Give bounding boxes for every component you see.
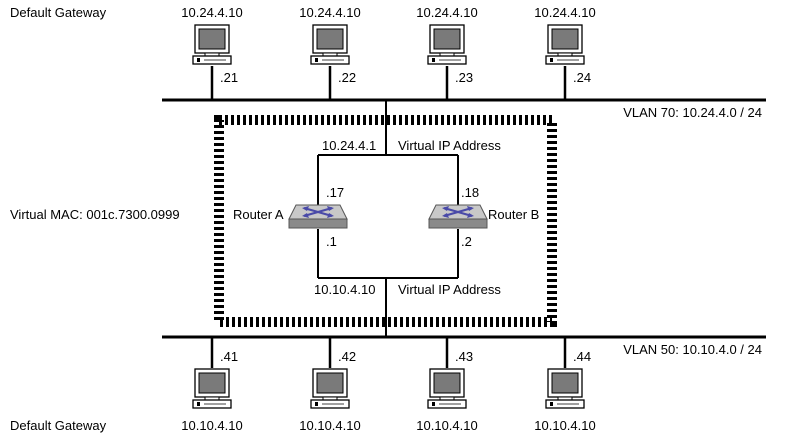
top-host-id: .22 [338, 70, 356, 85]
vlan70-label: VLAN 70: 10.24.4.0 / 24 [623, 105, 762, 120]
bottom-host-gateway: 10.10.4.10 [534, 418, 595, 433]
top-virtual-ip: 10.24.4.1 [322, 138, 376, 153]
top-pc-icon-1 [192, 24, 232, 65]
router-b-icon [427, 203, 489, 230]
bottom-host-gateway: 10.10.4.10 [416, 418, 477, 433]
router-a-bottom-id: .1 [326, 234, 337, 249]
top-host-gateway: 10.24.4.10 [181, 5, 242, 20]
router-b-bottom-id: .2 [461, 234, 472, 249]
top-host-id: .23 [455, 70, 473, 85]
top-pc-icon-3 [427, 24, 467, 65]
top-virtual-ip-caption: Virtual IP Address [398, 138, 501, 153]
router-b-top-id: .18 [461, 185, 479, 200]
bottom-pc-icon-2 [310, 368, 350, 409]
top-host-gateway: 10.24.4.10 [299, 5, 360, 20]
router-b-label: Router B [488, 207, 539, 222]
bottom-gateway-caption: Default Gateway [10, 418, 107, 433]
bottom-host-gateway: 10.10.4.10 [181, 418, 242, 433]
bottom-pc-icon-3 [427, 368, 467, 409]
top-gateway-caption: Default Gateway [10, 5, 107, 20]
top-host-gateway: 10.24.4.10 [416, 5, 477, 20]
bottom-host-id: .43 [455, 349, 473, 364]
bottom-pc-icon-1 [192, 368, 232, 409]
top-pc-icon-4 [545, 24, 585, 65]
bottom-pc-icon-4 [545, 368, 585, 409]
top-host-id: .21 [220, 70, 238, 85]
router-a-label: Router A [233, 207, 284, 222]
top-host-id: .24 [573, 70, 591, 85]
bottom-virtual-ip: 10.10.4.10 [314, 282, 375, 297]
router-a-icon [287, 203, 349, 230]
vlan50-label: VLAN 50: 10.10.4.0 / 24 [623, 342, 762, 357]
virtual-router-group-border [214, 115, 557, 327]
bottom-host-gateway: 10.10.4.10 [299, 418, 360, 433]
bottom-virtual-ip-caption: Virtual IP Address [398, 282, 501, 297]
router-a-top-id: .17 [326, 185, 344, 200]
bottom-host-id: .44 [573, 349, 591, 364]
top-host-gateway: 10.24.4.10 [534, 5, 595, 20]
bottom-host-id: .41 [220, 349, 238, 364]
top-pc-icon-2 [310, 24, 350, 65]
bottom-host-id: .42 [338, 349, 356, 364]
virtual-mac-label: Virtual MAC: 001c.7300.0999 [10, 207, 180, 222]
